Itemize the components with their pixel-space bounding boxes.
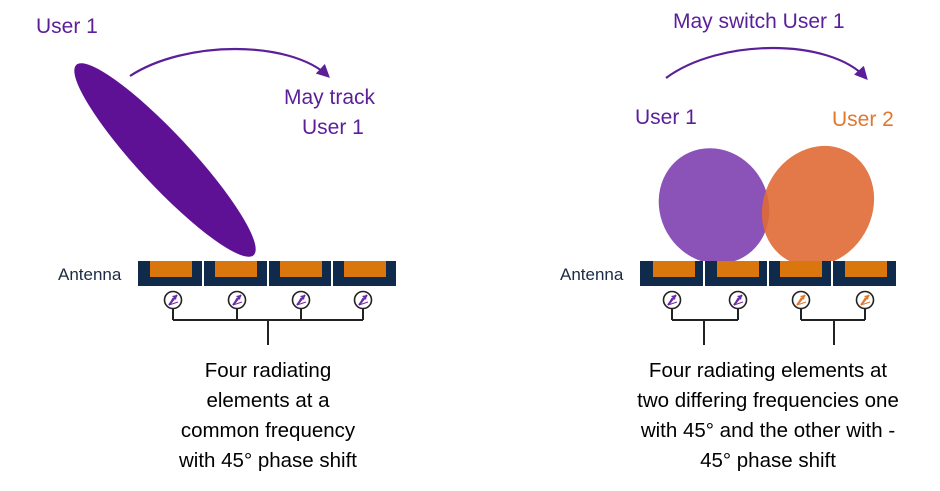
right-caption-line: two differing frequencies one bbox=[637, 389, 899, 412]
left-caption-line: elements at a bbox=[206, 389, 330, 412]
right-beam-user1 bbox=[658, 148, 770, 264]
right-antenna bbox=[640, 261, 896, 286]
right-patch-4 bbox=[845, 261, 887, 277]
right-beam-user2 bbox=[761, 145, 875, 267]
left-track-arrow-icon bbox=[129, 48, 330, 78]
right-caption-line: 45° phase shift bbox=[700, 449, 836, 472]
right-antenna-label: Antenna bbox=[560, 265, 624, 284]
phase-shifter-icon bbox=[662, 290, 682, 310]
left-patch-4 bbox=[344, 261, 386, 277]
right-phase-shifters bbox=[662, 290, 875, 310]
right-patch-3 bbox=[780, 261, 822, 277]
right-caption: Four radiating elements at two differing… bbox=[608, 356, 928, 476]
left-caption-line: Four radiating bbox=[204, 359, 332, 382]
phase-shifter-icon bbox=[353, 290, 373, 310]
left-antenna bbox=[138, 261, 396, 286]
phase-shifter-icon bbox=[227, 290, 247, 310]
left-beam-user1 bbox=[74, 63, 256, 257]
right-switch-arrow-icon bbox=[665, 46, 868, 80]
phase-shifter-icon bbox=[728, 290, 748, 310]
left-caption: Four radiating elements at a common freq… bbox=[118, 356, 418, 476]
phase-shifter-icon bbox=[791, 290, 811, 310]
right-feed-network bbox=[671, 309, 866, 345]
left-user1-label: User 1 bbox=[36, 15, 98, 38]
right-user1-label: User 1 bbox=[635, 106, 697, 129]
phase-shifter-icon bbox=[291, 290, 311, 310]
left-caption-line: with 45° phase shift bbox=[179, 449, 357, 472]
right-patch-1 bbox=[653, 261, 695, 277]
left-phase-shifters bbox=[163, 290, 373, 310]
right-caption-line: with 45° and the other with - bbox=[640, 419, 896, 442]
left-patch-3 bbox=[280, 261, 322, 277]
phase-shifter-icon bbox=[163, 290, 183, 310]
right-caption-line: Four radiating elements at bbox=[648, 359, 888, 382]
left-track-label-line1: May track bbox=[284, 86, 376, 109]
left-patch-2 bbox=[215, 261, 257, 277]
left-antenna-label: Antenna bbox=[58, 265, 122, 284]
right-user2-label: User 2 bbox=[832, 108, 894, 131]
right-patch-2 bbox=[717, 261, 759, 277]
left-patch-1 bbox=[150, 261, 192, 277]
right-switch-label: May switch User 1 bbox=[673, 10, 845, 33]
left-track-label-line2: User 1 bbox=[302, 116, 364, 139]
phase-shifter-icon bbox=[855, 290, 875, 310]
left-feed-network bbox=[172, 309, 364, 345]
left-caption-line: common frequency bbox=[180, 419, 356, 442]
